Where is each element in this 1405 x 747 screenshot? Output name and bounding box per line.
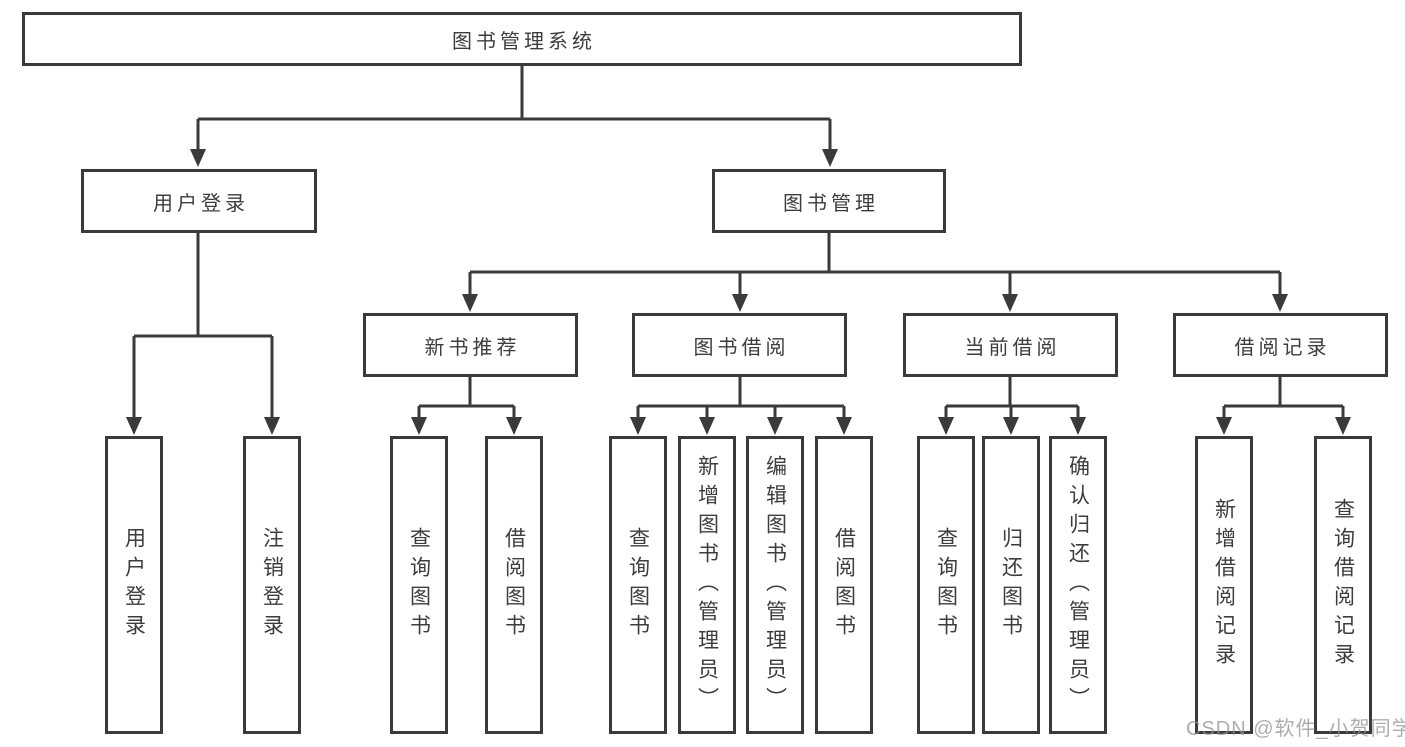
node-user-login-leaf: 用户登录 (105, 436, 163, 734)
node-query-books-leaf: 查询图书 (390, 436, 448, 734)
node-library-management-system: 图书管理系统 (22, 12, 1022, 66)
arrow-down-icon (822, 149, 838, 167)
node-add-borrow-record-leaf: 新增借阅记录 (1195, 436, 1253, 734)
node-edit-books-admin-leaf: 编辑图书（管理员） (746, 436, 804, 734)
node-label: 当前借阅 (964, 336, 1061, 359)
csdn-watermark: CSDN @软件_小贺同学 (1186, 718, 1405, 740)
node-logout-leaf: 注销登录 (243, 436, 301, 734)
connector-user-login (132, 233, 274, 418)
node-new-book-recommendation: 新书推荐 (363, 313, 578, 377)
node-confirm-return-admin-leaf: 确认归还（管理员） (1049, 436, 1107, 734)
arrow-down-icon (767, 417, 783, 435)
connector-borrow-records (1222, 377, 1345, 418)
node-book-management-branch: 图书管理 (712, 169, 946, 233)
node-label: 查询图书 (407, 527, 431, 643)
node-label: 借阅图书 (502, 527, 526, 643)
node-query-books-leaf: 查询图书 (917, 436, 975, 734)
node-query-borrow-record-leaf: 查询借阅记录 (1314, 436, 1372, 734)
arrow-down-icon (1002, 294, 1018, 312)
arrow-down-icon (1070, 417, 1086, 435)
node-label: 借阅记录 (1234, 336, 1331, 359)
arrow-down-icon (732, 294, 748, 312)
arrow-down-icon (699, 417, 715, 435)
node-current-borrowing: 当前借阅 (903, 313, 1118, 377)
connector-root (196, 66, 832, 150)
node-label: 新书推荐 (424, 336, 521, 359)
node-label: 用户登录 (122, 527, 146, 643)
node-label: 图书管理 (783, 192, 879, 215)
connector-book-borrow (636, 377, 846, 418)
node-label: 借阅图书 (832, 527, 856, 643)
node-label: 新增图书（管理员） (695, 454, 719, 716)
arrow-down-icon (264, 417, 280, 435)
node-add-books-admin-leaf: 新增图书（管理员） (678, 436, 736, 734)
node-label: 查询图书 (626, 527, 650, 643)
arrow-down-icon (462, 294, 478, 312)
node-label: 查询借阅记录 (1331, 498, 1355, 672)
arrow-down-icon (630, 417, 646, 435)
node-label: 注销登录 (260, 527, 284, 643)
connector-book-mgmt (468, 233, 1282, 295)
node-label: 图书管理系统 (452, 30, 596, 53)
node-borrow-books-leaf: 借阅图书 (485, 436, 543, 734)
node-label: 查询图书 (934, 527, 958, 643)
arrow-down-icon (1335, 417, 1351, 435)
arrow-down-icon (506, 417, 522, 435)
node-borrow-books-leaf: 借阅图书 (815, 436, 873, 734)
node-label: 用户登录 (153, 192, 249, 215)
connector-current-borrow (944, 377, 1080, 418)
node-label: 新增借阅记录 (1212, 498, 1236, 672)
node-user-login-branch: 用户登录 (81, 169, 317, 233)
arrow-down-icon (190, 149, 206, 167)
node-book-borrowing: 图书借阅 (632, 313, 847, 377)
node-label: 编辑图书（管理员） (763, 454, 787, 716)
node-label: 确认归还（管理员） (1066, 454, 1090, 716)
arrow-down-icon (1003, 417, 1019, 435)
node-borrowing-records: 借阅记录 (1173, 313, 1388, 377)
arrow-down-icon (1272, 294, 1288, 312)
connector-new-book (417, 377, 516, 418)
arrow-down-icon (411, 417, 427, 435)
arrow-down-icon (938, 417, 954, 435)
node-label: 图书借阅 (693, 336, 790, 359)
node-query-books-leaf: 查询图书 (609, 436, 667, 734)
node-return-books-leaf: 归还图书 (982, 436, 1040, 734)
arrow-down-icon (126, 417, 142, 435)
arrow-down-icon (836, 417, 852, 435)
arrow-down-icon (1216, 417, 1232, 435)
node-label: 归还图书 (999, 527, 1023, 643)
